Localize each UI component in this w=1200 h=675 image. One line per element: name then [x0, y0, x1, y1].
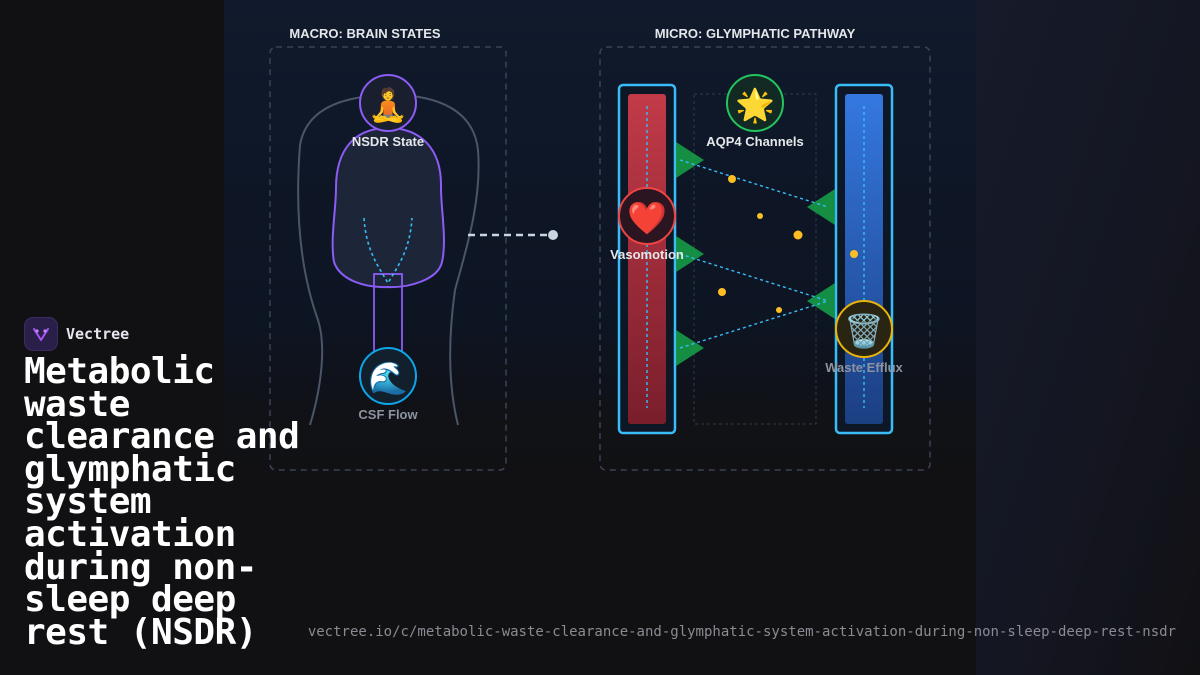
- vasomotion-node-ring: [618, 187, 676, 245]
- nsdr-state-label: NSDR State: [352, 134, 424, 149]
- interstitial-flow-line: [679, 300, 829, 349]
- waste-efflux-node-ring: [835, 300, 893, 358]
- nsdr-node-ring: [359, 74, 417, 132]
- brand-name: Vectree: [66, 325, 130, 343]
- aqp4-channel-arrow: [676, 142, 704, 178]
- csf-flow-path: [363, 217, 413, 285]
- aqp4-channel-arrow: [676, 236, 704, 272]
- solute-particle: [793, 230, 803, 240]
- brain-shape: [331, 126, 445, 289]
- solute-particle: [776, 307, 782, 313]
- heart-icon: ❤️: [627, 199, 667, 237]
- star-icon: 🌟: [735, 86, 775, 124]
- brand: Vectree: [24, 317, 129, 351]
- aqp4-channels-label: AQP4 Channels: [706, 134, 804, 149]
- micro-header: MICRO: GLYMPHATIC PATHWAY: [655, 26, 856, 41]
- aqp4-channel-arrow: [807, 189, 835, 225]
- page-title: Metabolic waste clearance and glymphatic…: [24, 351, 300, 653]
- aqp4-channel-arrow: [807, 283, 835, 319]
- connector-end-dot: [548, 230, 558, 240]
- aqp4-node-ring: [726, 74, 784, 132]
- trash-can-icon: 🗑️: [844, 312, 884, 350]
- solute-particle: [850, 250, 858, 258]
- vectree-logo-icon: [24, 317, 58, 351]
- macro-header: MACRO: BRAIN STATES: [289, 26, 441, 41]
- solute-particle: [728, 175, 736, 183]
- aqp4-channel-arrow: [676, 330, 704, 366]
- page-url[interactable]: vectree.io/c/metabolic-waste-clearance-a…: [307, 624, 1176, 640]
- water-wave-icon: 🌊: [368, 359, 408, 397]
- csf-flow-label: CSF Flow: [358, 407, 418, 422]
- macro-panel-border: [269, 46, 507, 471]
- interstitial-flow-line: [679, 159, 829, 208]
- vasomotion-label: Vasomotion: [610, 247, 684, 262]
- interstitial-flow-line: [679, 253, 829, 302]
- solute-particle: [757, 213, 763, 219]
- waste-efflux-label: Waste Efflux: [825, 360, 903, 375]
- micro-panel-border: [599, 46, 931, 471]
- meditating-person-icon: 🧘: [368, 86, 408, 124]
- csf-node-ring: [359, 347, 417, 405]
- solute-particle: [718, 288, 726, 296]
